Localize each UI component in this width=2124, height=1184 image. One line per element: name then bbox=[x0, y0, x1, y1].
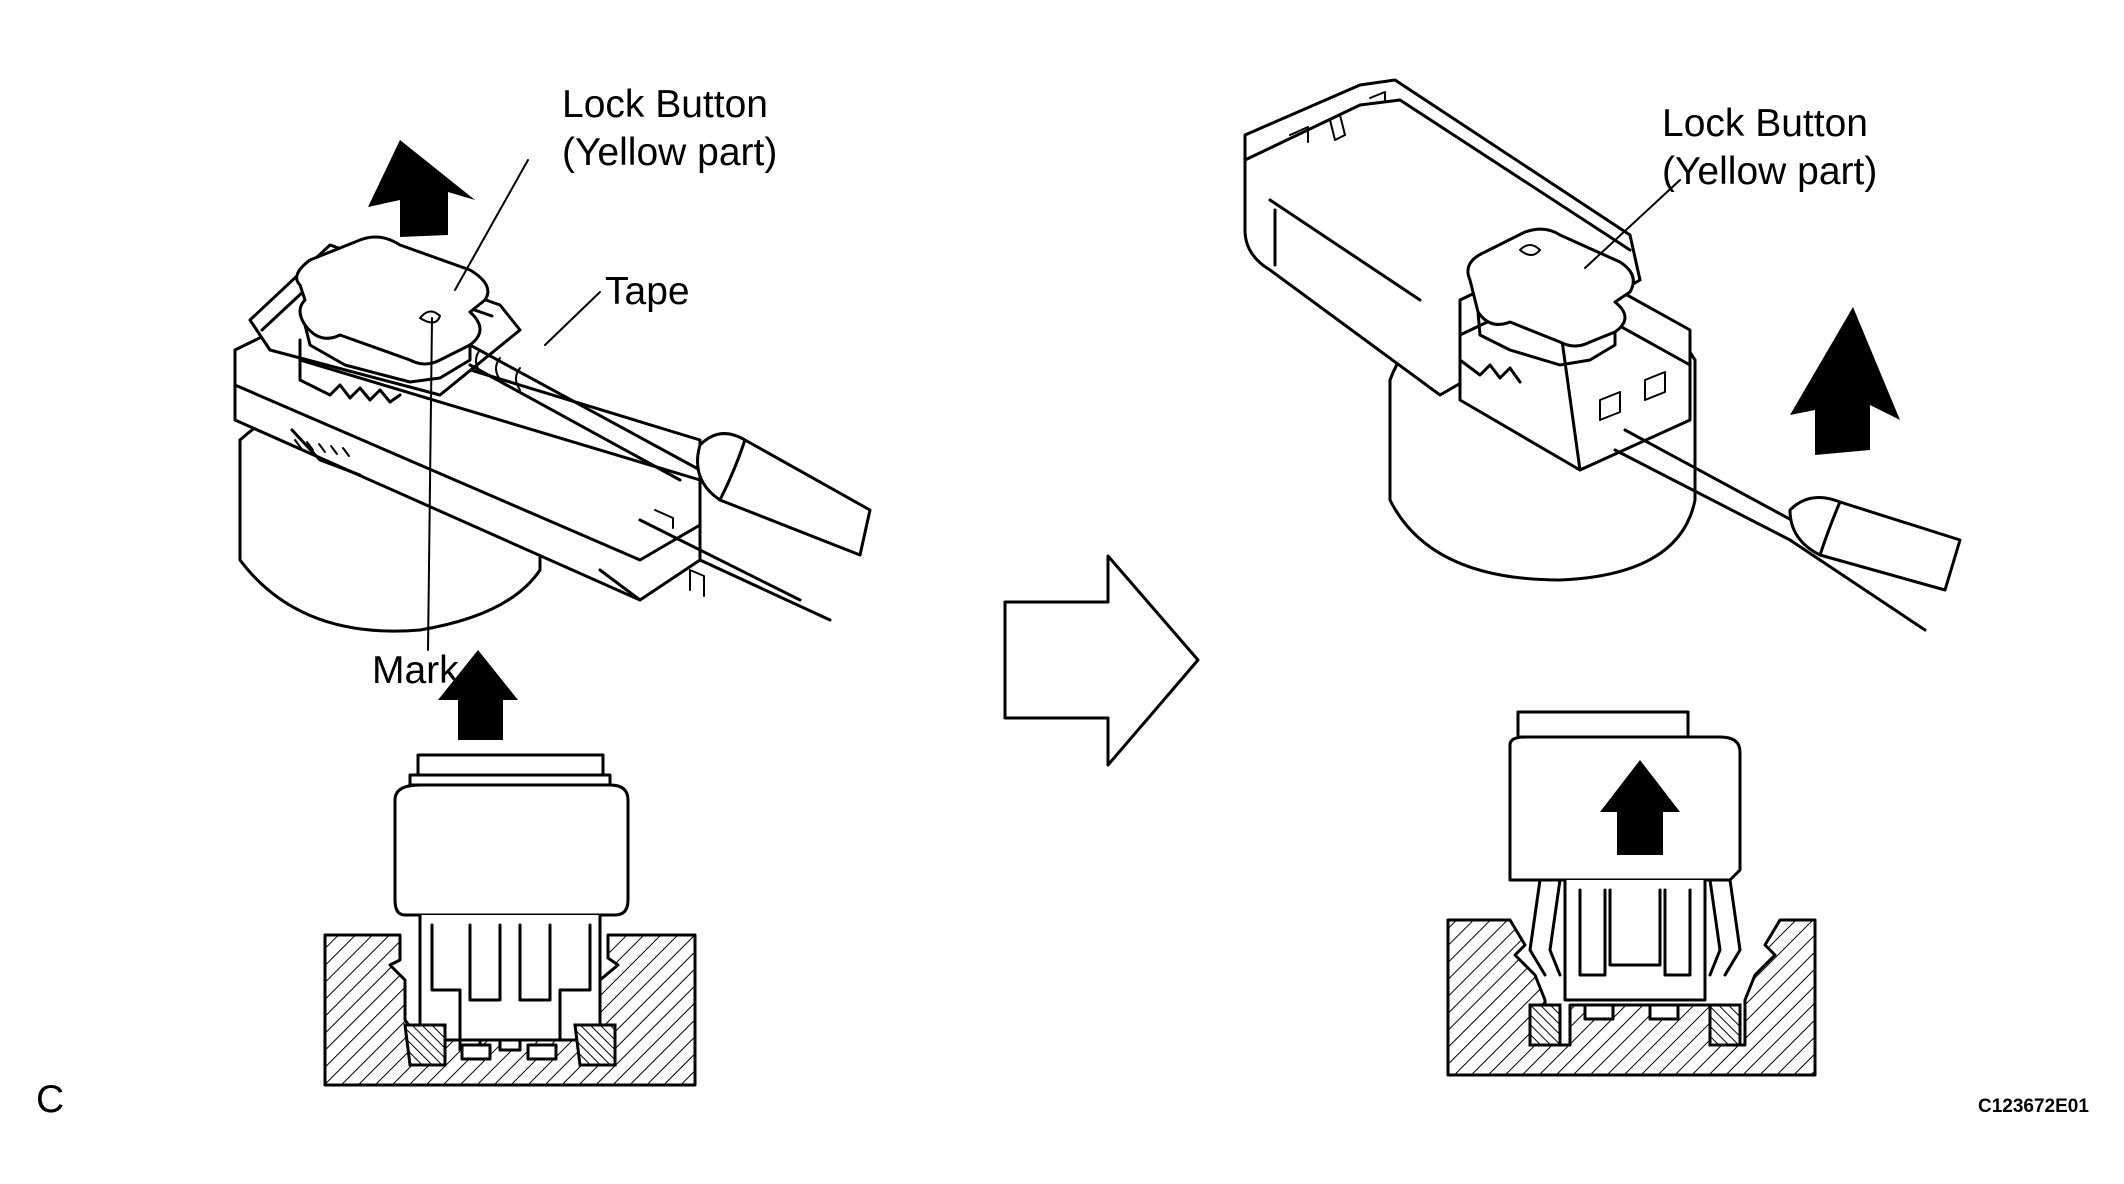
tape-label: Tape bbox=[605, 270, 690, 313]
left-lock-button-label-line2: (Yellow part) bbox=[562, 131, 777, 174]
up-arrow-icon bbox=[1790, 307, 1900, 455]
up-arrow-icon bbox=[1600, 760, 1680, 855]
right-lock-button-label-line1: Lock Button bbox=[1662, 102, 1868, 145]
right-cross-section bbox=[1446, 710, 1817, 1077]
step-letter: C bbox=[36, 1078, 64, 1121]
up-arrow-icon bbox=[438, 650, 518, 740]
right-leader-line bbox=[1584, 179, 1681, 269]
left-cross-section bbox=[323, 650, 697, 1087]
figure-code: C123672E01 bbox=[1978, 1096, 2089, 1117]
up-arrow-icon bbox=[368, 140, 475, 237]
right-connector-illustration bbox=[1243, 78, 1962, 632]
left-leader-lines bbox=[427, 159, 601, 651]
left-lock-button-label-line1: Lock Button bbox=[562, 83, 768, 126]
mark-label: Mark bbox=[372, 649, 459, 692]
left-connector-illustration bbox=[233, 140, 872, 633]
right-arrow-outline-icon bbox=[1003, 554, 1200, 767]
right-lock-button-label-line2: (Yellow part) bbox=[1662, 150, 1877, 193]
